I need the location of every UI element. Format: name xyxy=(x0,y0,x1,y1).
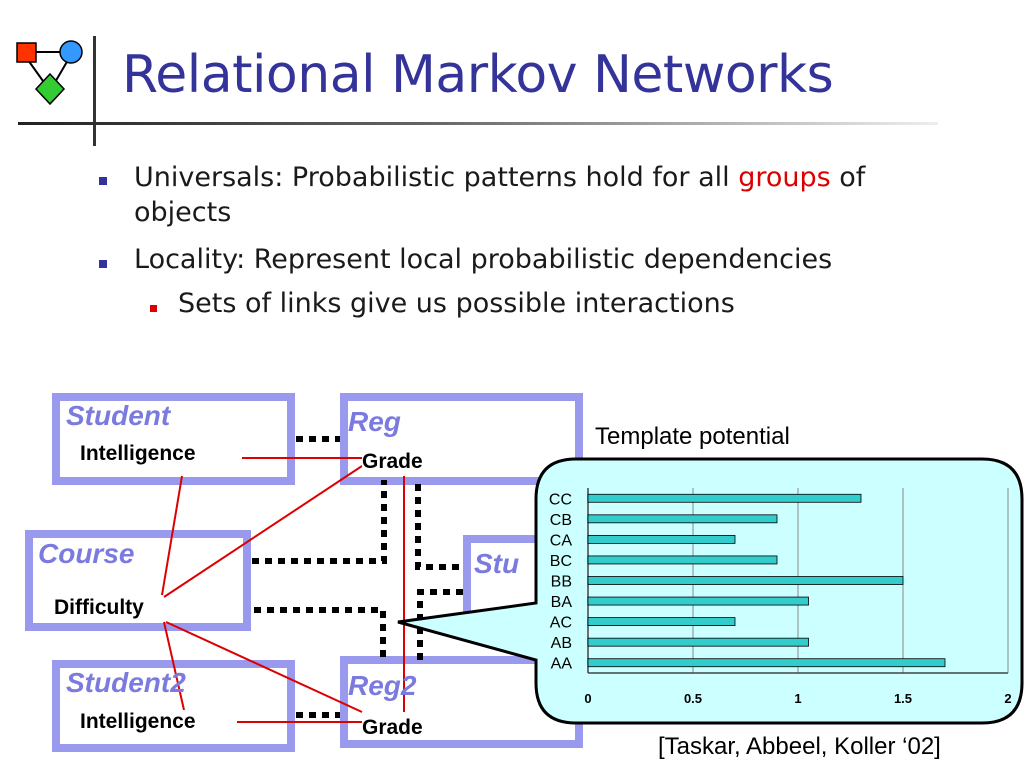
x-tick-label: 0.5 xyxy=(684,691,702,706)
highlight-groups: groups xyxy=(738,162,831,193)
citation: [Taskar, Abbeel, Koller ‘02] xyxy=(658,733,941,760)
intelligence-attr: Intelligence xyxy=(80,442,196,466)
bar-ca xyxy=(587,534,736,544)
reg-class-label: Reg xyxy=(348,406,401,437)
student2-class-label: Student2 xyxy=(66,667,186,698)
y-tick-label: AC xyxy=(550,615,572,632)
grade-attr: Grade xyxy=(362,450,423,474)
bullet-list: Universals: Probabilistic patterns hold … xyxy=(0,0,1024,340)
y-tick-label: AA xyxy=(551,656,573,673)
y-tick-label: BA xyxy=(551,594,573,611)
bullet-universals-line2: objects xyxy=(134,197,232,228)
bullet-universals-text: Universals: Probabilistic patterns hold … xyxy=(134,162,739,193)
bar-ab xyxy=(587,637,809,647)
bar-cc xyxy=(587,493,862,503)
link-reg2-stud xyxy=(417,589,465,660)
x-tick-label: 0 xyxy=(584,691,591,706)
edge-grade-difficulty xyxy=(163,465,363,598)
edge-difficulty-intelligence2 xyxy=(163,621,185,711)
student-class-label: Student xyxy=(66,400,171,431)
course-class-label: Course xyxy=(38,538,135,569)
sub-bullet-links: Sets of links give us possible interacti… xyxy=(178,288,735,319)
y-tick-label: CA xyxy=(550,532,573,549)
bar-bb xyxy=(587,576,904,585)
bullet-marker xyxy=(99,260,107,268)
link-course-reg2 xyxy=(254,607,386,660)
edge-intelligence-difficulty xyxy=(161,475,183,596)
bar-bc xyxy=(587,555,778,565)
page-title: Relational Markov Networks xyxy=(122,45,834,105)
stud-class-label: Stu xyxy=(474,548,520,579)
bullet-universals: Universals: Probabilistic patterns hold … xyxy=(134,162,865,193)
y-tick-label: CB xyxy=(550,512,572,529)
x-tick-label: 1 xyxy=(794,691,801,706)
template-potential-label: Template potential xyxy=(595,423,790,450)
x-tick-label: 2 xyxy=(1004,691,1011,706)
intelligence2-attr: Intelligence xyxy=(80,710,196,734)
bullet-locality: Locality: Represent local probabilistic … xyxy=(134,244,833,275)
difficulty-attr: Difficulty xyxy=(54,596,144,620)
y-tick-label: AB xyxy=(551,635,572,652)
title-underline xyxy=(18,122,938,125)
grade2-attr: Grade xyxy=(362,716,423,740)
y-tick-label: CC xyxy=(549,491,572,508)
bar-cb xyxy=(587,514,778,524)
bullet-universals-tail: of xyxy=(830,162,866,193)
link-reg-stud xyxy=(415,484,465,570)
sub-bullet-marker xyxy=(150,305,157,312)
title-vertical-rule xyxy=(93,36,96,146)
bullet-marker xyxy=(99,177,107,185)
callout-bubble xyxy=(397,457,1024,725)
x-tick-label: 1.5 xyxy=(894,691,912,706)
bar-ac xyxy=(587,617,736,627)
bar-aa xyxy=(587,658,946,668)
edge-difficulty-grade2 xyxy=(165,621,363,713)
y-tick-label: BC xyxy=(550,553,572,570)
bar-ba xyxy=(587,596,809,606)
student-box xyxy=(52,393,295,485)
logo-icon xyxy=(16,40,83,106)
link-course-reg xyxy=(252,480,387,564)
y-tick-label: BB xyxy=(551,574,572,591)
reg2-class-label: Reg2 xyxy=(348,670,417,701)
